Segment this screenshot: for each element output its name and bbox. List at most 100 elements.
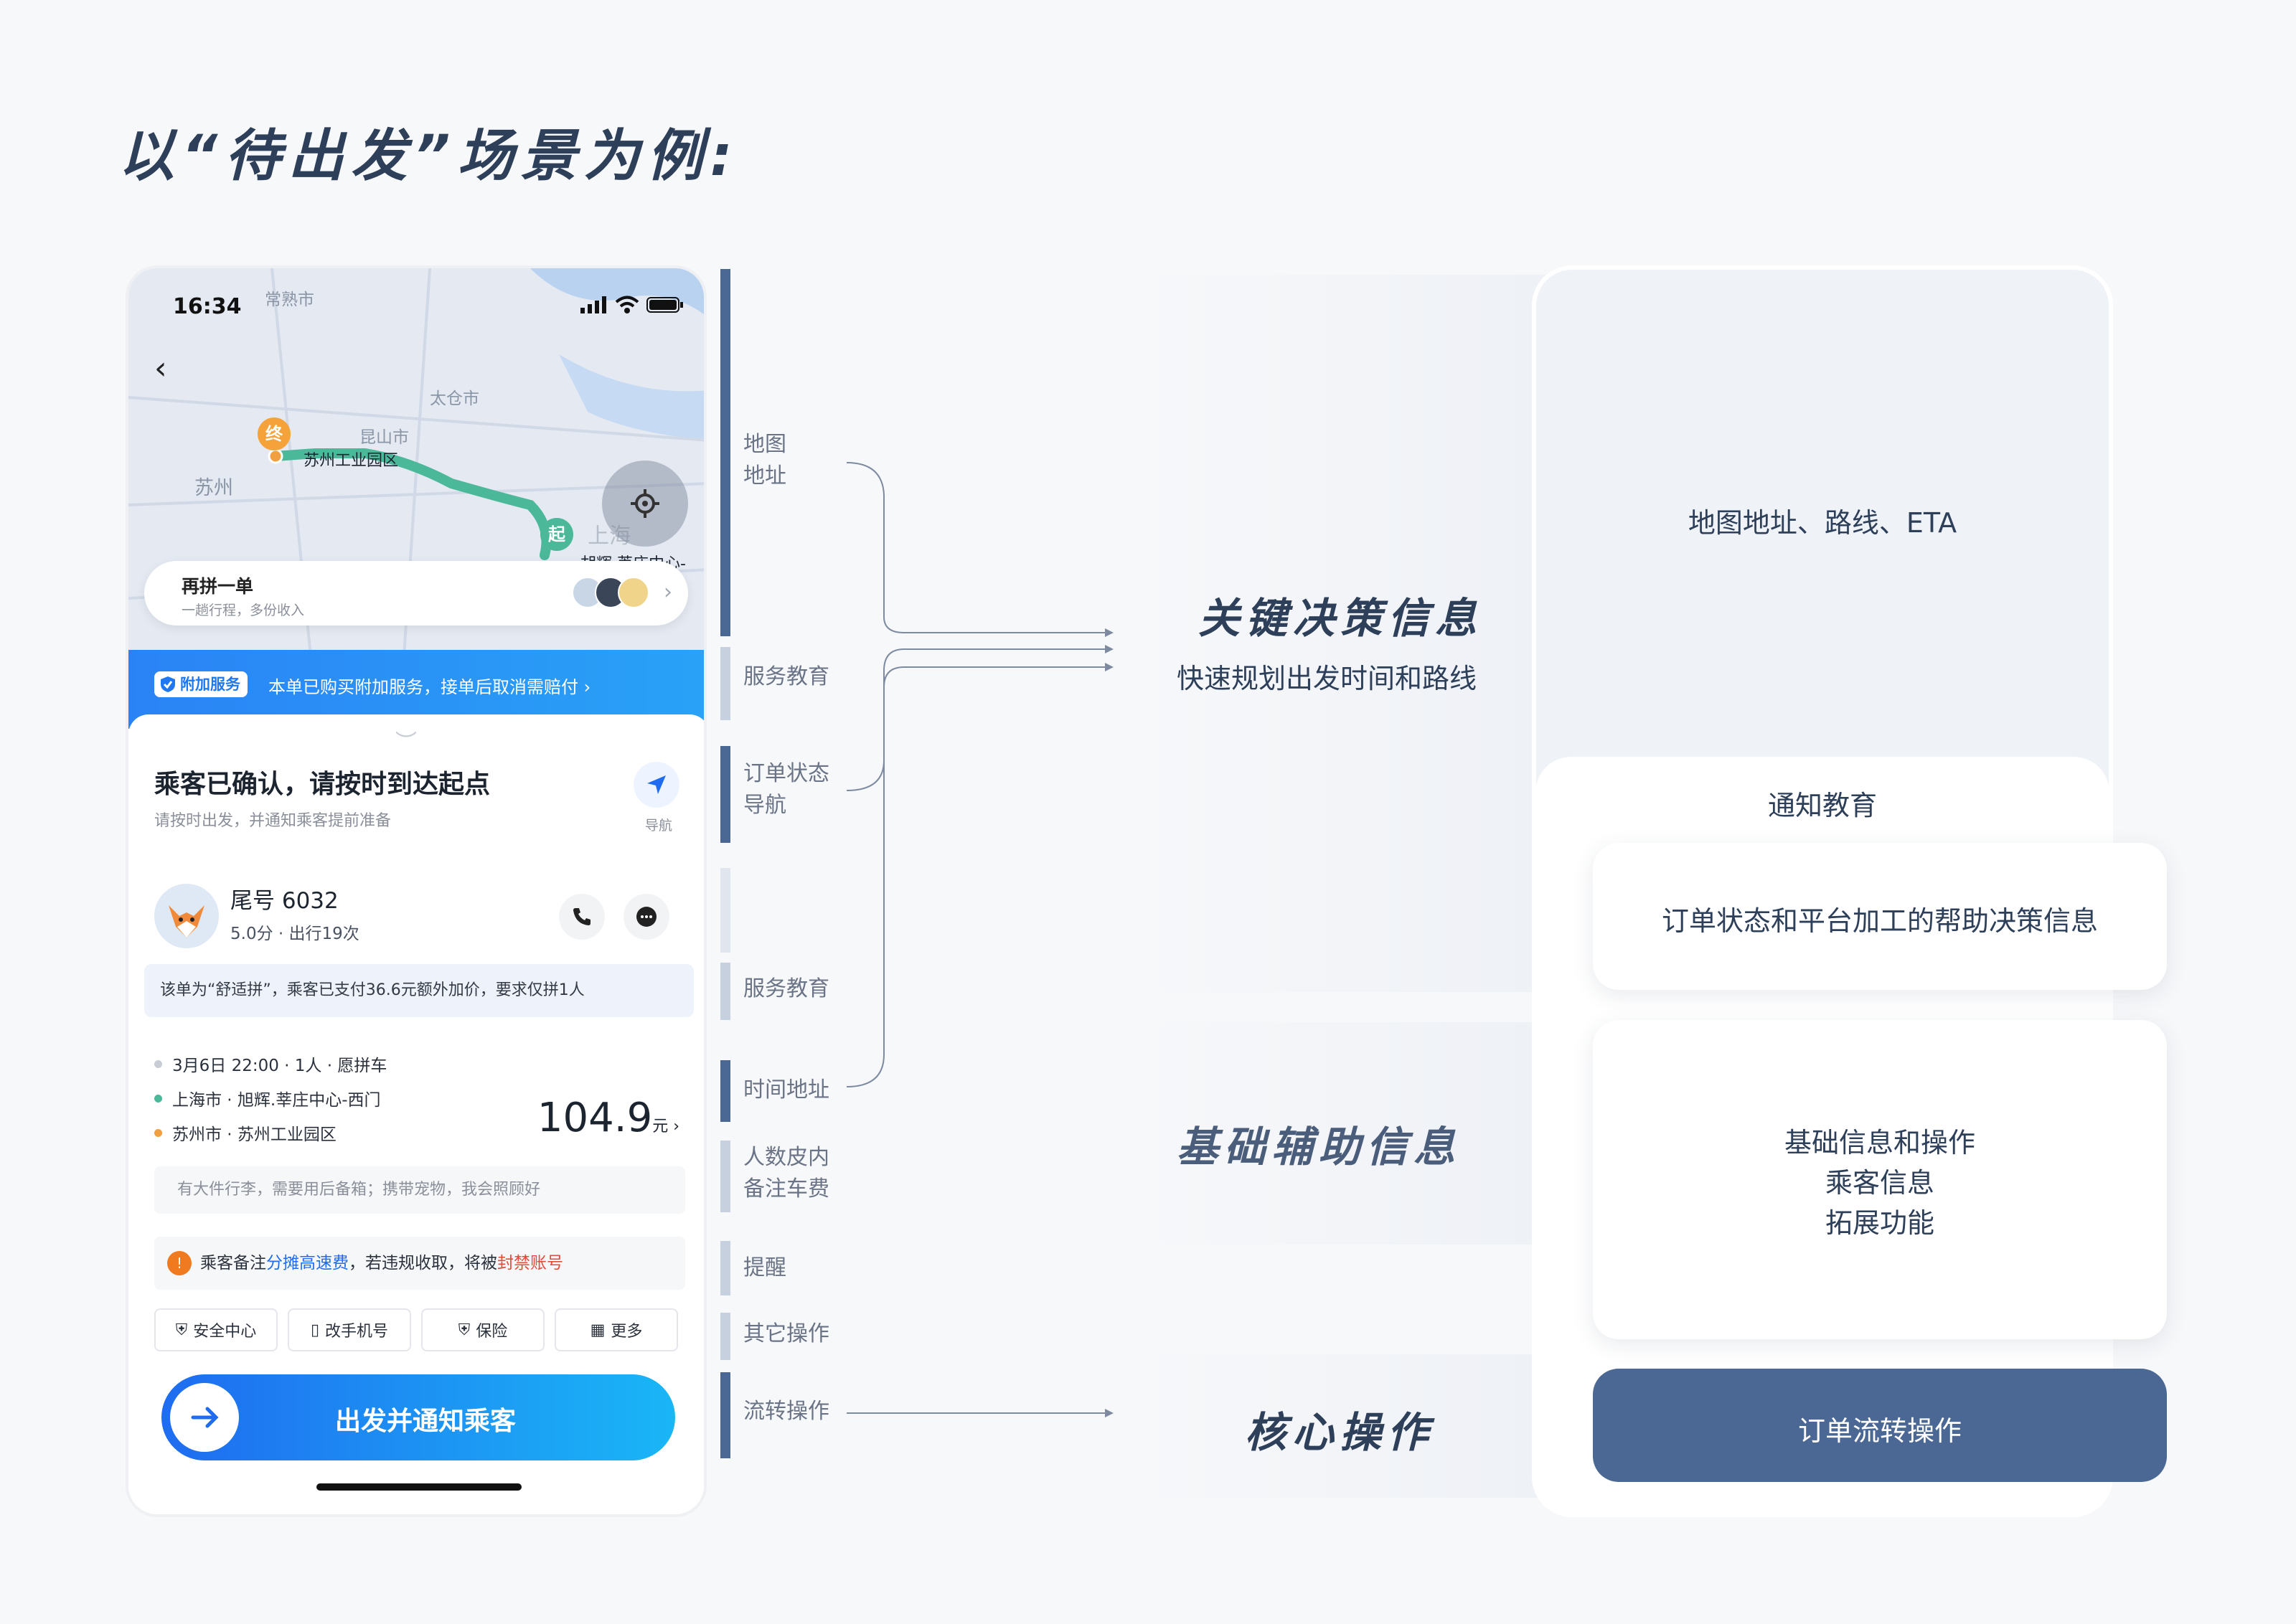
map-label-kunshan: 昆山市	[359, 428, 409, 447]
navigation-button[interactable]	[634, 762, 679, 808]
avatar	[618, 577, 649, 608]
trip-from: 上海市 · 旭辉.莘庄中心-西门	[172, 1091, 381, 1110]
map-view[interactable]: 16:34 常熟市 太仓市 昆山市 苏州 苏州工业园区 上海 胡辉·莘庄中心- …	[128, 268, 704, 699]
warn-highlight: 分摊高速费	[266, 1254, 349, 1273]
map-label-shanghai: 上海	[588, 524, 631, 549]
navigation-arrow-icon	[647, 775, 666, 794]
wifi-icon	[615, 296, 639, 313]
section-bar-people	[720, 1141, 730, 1212]
locate-icon	[631, 489, 659, 518]
section-bar-service-1	[720, 647, 730, 720]
mobile-icon: ▯	[310, 1321, 320, 1339]
core-ops-text: 订单流转操作	[1797, 1415, 1962, 1447]
passenger-avatar[interactable]	[154, 884, 219, 948]
message-icon	[636, 907, 657, 927]
label-flow-ops: 流转操作	[743, 1399, 829, 1424]
tool-label: 保险	[476, 1323, 508, 1341]
label-people: 人数皮内 备注车费	[743, 1145, 829, 1202]
repin-subtitle: 一趟行程，多份收入	[182, 603, 305, 618]
map-drawing	[128, 268, 704, 699]
depart-notify-label: 出发并通知乘客	[334, 1407, 516, 1436]
passenger-meta: 5.0分 · 出行19次	[230, 925, 359, 943]
order-card: ︶ 乘客已确认，请按时到达起点 请按时出发，并通知乘客提前准备 导航 尾号 60…	[128, 714, 704, 1514]
repin-title: 再拼一单	[182, 576, 254, 597]
message-button[interactable]	[624, 894, 669, 940]
insurance-button[interactable]: ⛨ 保险	[421, 1308, 545, 1351]
drag-handle-icon[interactable]: ︶	[395, 730, 417, 755]
warning-icon: !	[167, 1251, 192, 1275]
locate-button[interactable]	[602, 461, 688, 547]
core-ops-box: 订单流转操作	[1593, 1369, 2167, 1482]
call-button[interactable]	[559, 894, 605, 940]
extra-service-text: 本单已购买附加服务，接单后取消需赔付 ›	[268, 677, 591, 697]
fox-avatar-icon	[169, 905, 204, 938]
section-bar-service-2	[720, 963, 730, 1020]
basic-line-2: 乘客信息	[1825, 1167, 1934, 1199]
basic-info-title: 基础辅助信息	[1177, 1123, 1462, 1171]
basic-info-panel	[1123, 1022, 1546, 1245]
tool-buttons: ⛨ 安全中心 ▯ 改手机号 ⛨ 保险 ▦ 更多	[154, 1308, 678, 1351]
change-phone-button[interactable]: ▯ 改手机号	[288, 1308, 411, 1351]
repin-banner[interactable]: 再拼一单 一趟行程，多份收入 ›	[144, 561, 688, 625]
shield-check-icon: ⛨	[458, 1321, 471, 1339]
back-icon[interactable]: ‹	[154, 350, 167, 387]
home-indicator	[316, 1483, 522, 1491]
map-label-suzhou: 苏州	[194, 477, 233, 499]
shield-icon	[161, 676, 175, 692]
tool-label: 更多	[611, 1323, 643, 1341]
label-service-edu-2: 服务教育	[743, 976, 829, 1001]
tool-label: 安全中心	[193, 1323, 257, 1341]
order-status-subtitle: 请按时出发，并通知乘客提前准备	[154, 812, 392, 830]
basic-line-1: 基础信息和操作	[1784, 1127, 1975, 1158]
passenger-name: 尾号 6032	[230, 888, 339, 914]
order-price[interactable]: 104.9元 ›	[537, 1095, 679, 1141]
label-order-status: 订单状态 导航	[743, 761, 829, 818]
key-info-panel	[1123, 275, 1546, 992]
price-value: 104.9	[537, 1095, 653, 1141]
extra-service-badge: 附加服务	[154, 671, 248, 697]
trip-from-row: 上海市 · 旭辉.莘庄中心-西门	[154, 1086, 381, 1110]
label-other-ops: 其它操作	[743, 1321, 829, 1346]
depart-notify-button[interactable]: 出发并通知乘客	[161, 1374, 675, 1460]
core-ops-title: 核心操作	[1245, 1408, 1435, 1457]
start-marker: 起	[540, 518, 573, 551]
price-unit: 元 ›	[652, 1118, 679, 1136]
map-route-eta-text: 地图地址、路线、ETA	[1688, 507, 1957, 539]
passenger-remark-warning: ! 乘客备注分摊高速费，若违规收取，将被封禁账号	[154, 1237, 685, 1290]
section-bar-order	[720, 746, 730, 843]
key-info-title: 关键决策信息	[1198, 594, 1483, 643]
key-info-subtitle: 快速规划出发时间和路线	[1177, 663, 1477, 694]
label-map-address: 地图 地址	[743, 432, 786, 488]
tool-label: 改手机号	[325, 1323, 389, 1341]
warn-mid: ，若违规收取，将被	[349, 1254, 497, 1273]
label-remind: 提醒	[743, 1255, 786, 1280]
section-bar-time	[720, 1060, 730, 1122]
basic-line-3: 拓展功能	[1825, 1207, 1934, 1239]
page-heading: 以“待出发”场景为例:	[118, 124, 740, 189]
order-status-title: 乘客已确认，请按时到达起点	[154, 770, 491, 799]
phone-icon	[573, 908, 591, 925]
navigation-label: 导航	[644, 818, 672, 834]
map-label-destination: 苏州工业园区	[304, 452, 399, 470]
basic-ops-box: 基础信息和操作 乘客信息 拓展功能	[1593, 1020, 2167, 1339]
order-help-box: 订单状态和平台加工的帮助决策信息	[1593, 843, 2167, 990]
more-button[interactable]: ▦ 更多	[555, 1308, 678, 1351]
luggage-note: 有大件行李，需要用后备箱；携带宠物，我会照顾好	[154, 1166, 685, 1214]
map-label-changshu: 常熟市	[265, 291, 314, 309]
core-panel	[1123, 1354, 1546, 1498]
repin-avatars	[572, 577, 649, 608]
grid-icon: ▦	[590, 1321, 606, 1339]
warn-prefix: 乘客备注	[200, 1254, 266, 1273]
map-label-taicang: 太仓市	[430, 390, 479, 408]
section-bar-remind	[720, 1241, 730, 1295]
safety-center-button[interactable]: ⛨ 安全中心	[154, 1308, 278, 1351]
notify-edu-text: 通知教育	[1767, 790, 1877, 821]
status-time: 16:34	[173, 294, 242, 319]
end-marker: 终	[258, 417, 291, 450]
order-help-text: 订单状态和平台加工的帮助决策信息	[1661, 905, 2098, 937]
section-bar-flow	[720, 1372, 730, 1458]
trip-info: 3月6日 22:00 · 1人 · 愿拼车	[172, 1057, 387, 1075]
shield-small-icon: ⛨	[175, 1321, 188, 1339]
status-icons	[580, 296, 684, 314]
section-bar-blank	[720, 868, 730, 953]
